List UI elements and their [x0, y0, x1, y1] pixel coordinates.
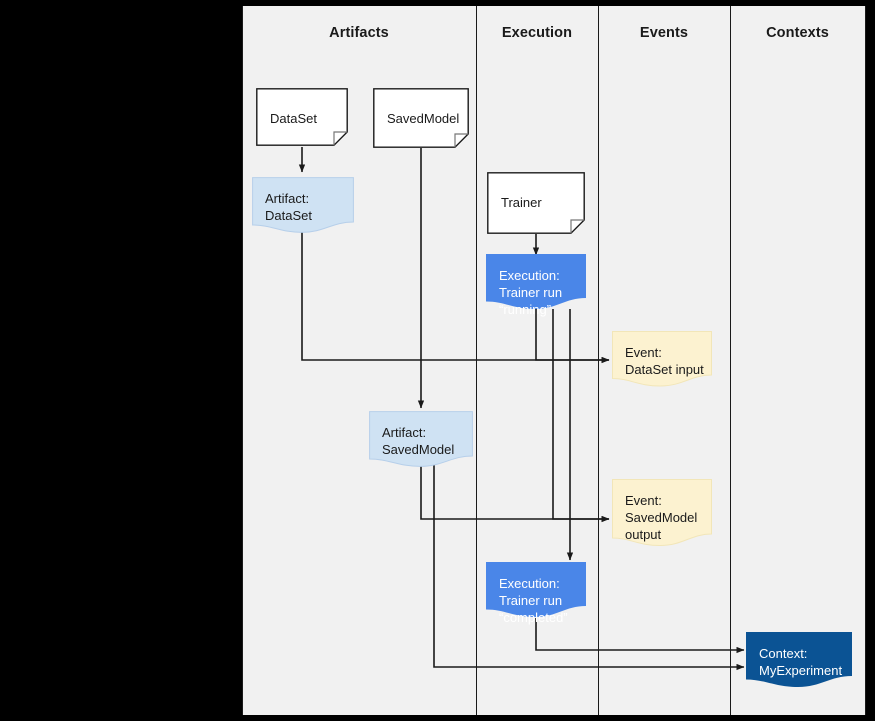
artifact-wave-body	[252, 177, 354, 233]
event-wave-body	[612, 331, 712, 387]
node-label: Context: MyExperiment	[759, 646, 843, 678]
document-body	[373, 88, 469, 148]
execution-wave-body	[486, 562, 586, 617]
node-event-dataset-input[interactable]: Event: DataSet input	[612, 331, 712, 387]
context-wave-body	[746, 632, 852, 687]
document-fold-icon	[570, 219, 585, 234]
node-context-myexperiment[interactable]: Context: MyExperiment	[746, 632, 852, 688]
execution-wave-body	[486, 254, 586, 309]
node-execution-running[interactable]: Execution: Trainer run “running”	[486, 254, 586, 317]
lane-divider-left	[242, 6, 243, 715]
event-wave-body	[612, 479, 712, 547]
artifact-wave-body	[369, 411, 473, 467]
document-body	[256, 88, 348, 146]
lane-header-events: Events	[639, 25, 689, 41]
node-label: Event: SavedModel output	[625, 493, 698, 542]
document-fold-icon	[333, 131, 348, 146]
node-label: DataSet	[270, 111, 317, 126]
lane-header-artifacts: Artifacts	[329, 25, 389, 41]
node-label: Execution: Trainer run “completed”	[499, 576, 568, 625]
document-body	[487, 172, 585, 234]
node-event-savedmodel-output[interactable]: Event: SavedModel output	[612, 479, 712, 547]
lane-divider-execution	[598, 6, 599, 715]
node-savedmodel-document[interactable]: SavedModel	[373, 88, 469, 148]
node-label: Event: DataSet input	[625, 345, 704, 377]
node-label: Trainer	[501, 195, 542, 210]
node-dataset-document[interactable]: DataSet	[256, 88, 348, 146]
lane-header-execution: Execution	[501, 25, 573, 41]
lane-header-contexts: Contexts	[766, 25, 829, 41]
node-artifact-dataset[interactable]: Artifact: DataSet	[252, 177, 354, 233]
node-execution-completed[interactable]: Execution: Trainer run “completed”	[486, 562, 586, 625]
node-artifact-savedmodel[interactable]: Artifact: SavedModel	[369, 411, 473, 467]
document-fold-icon	[454, 133, 469, 148]
lane-divider-right	[865, 6, 866, 715]
node-label: Artifact: DataSet	[265, 191, 312, 223]
lane-divider-artifacts	[476, 6, 477, 715]
node-label: Execution: Trainer run “running”	[499, 268, 563, 317]
node-label: Artifact: SavedModel	[382, 425, 455, 457]
node-trainer-document[interactable]: Trainer	[487, 172, 585, 234]
lane-divider-events	[730, 6, 731, 715]
node-label: SavedModel	[387, 111, 460, 126]
